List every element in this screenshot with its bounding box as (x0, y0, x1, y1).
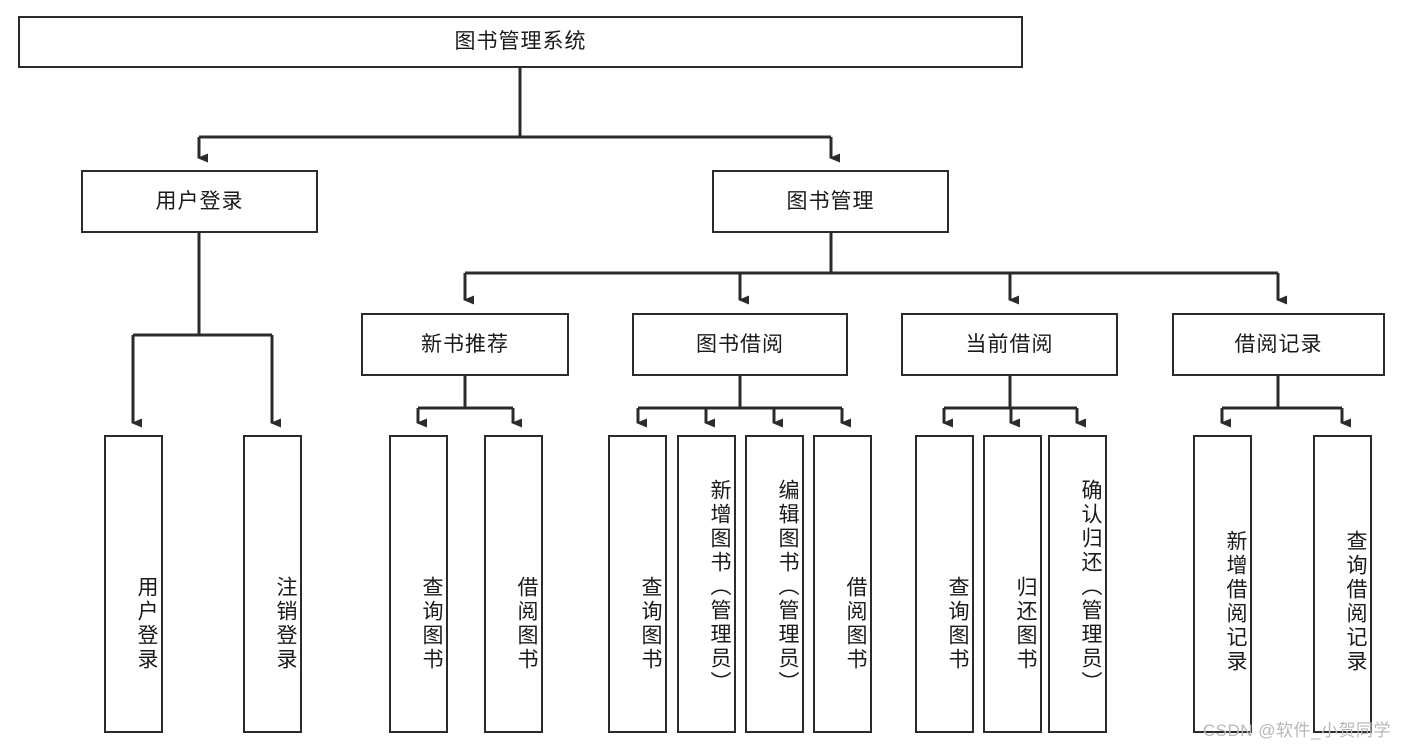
node-leaf-query-book-3[interactable]: 查询图书 (915, 435, 974, 733)
node-root-label: 图书管理系统 (454, 30, 587, 54)
node-root[interactable]: 图书管理系统 (18, 16, 1023, 68)
node-leaf-query-book-1[interactable]: 查询图书 (389, 435, 448, 733)
node-leaf-edit-book[interactable]: 编辑图书（管理员） (745, 435, 804, 733)
node-user-login[interactable]: 用户登录 (81, 170, 318, 233)
node-book-borrow[interactable]: 图书借阅 (632, 313, 848, 376)
node-leaf-add-record-label: 新增借阅记录 (1224, 530, 1247, 674)
node-leaf-borrow-book-1-label: 借阅图书 (515, 576, 538, 672)
node-book-borrow-label: 图书借阅 (696, 332, 784, 356)
node-leaf-borrow-book-2[interactable]: 借阅图书 (813, 435, 872, 733)
node-leaf-return-book[interactable]: 归还图书 (983, 435, 1042, 733)
node-book-manage-label: 图书管理 (786, 189, 875, 213)
node-leaf-add-record[interactable]: 新增借阅记录 (1193, 435, 1252, 733)
node-leaf-logout-login[interactable]: 注销登录 (243, 435, 302, 733)
node-leaf-query-book-1-label: 查询图书 (420, 576, 443, 672)
node-leaf-query-book-2-label: 查询图书 (639, 576, 662, 672)
node-leaf-query-record-label: 查询借阅记录 (1344, 530, 1367, 674)
node-leaf-query-book-3-label: 查询图书 (946, 576, 969, 672)
node-new-book-recommend-label: 新书推荐 (421, 332, 509, 356)
node-leaf-confirm-return[interactable]: 确认归还（管理员） (1048, 435, 1107, 733)
node-leaf-borrow-book-1[interactable]: 借阅图书 (484, 435, 543, 733)
node-leaf-borrow-book-2-label: 借阅图书 (844, 576, 867, 672)
node-leaf-query-record[interactable]: 查询借阅记录 (1313, 435, 1372, 733)
node-leaf-confirm-return-label: 确认归还（管理员） (1079, 479, 1102, 695)
node-new-book-recommend[interactable]: 新书推荐 (361, 313, 569, 376)
node-borrow-record-label: 借阅记录 (1234, 332, 1323, 356)
node-leaf-add-book[interactable]: 新增图书（管理员） (677, 435, 736, 733)
node-leaf-add-book-label: 新增图书（管理员） (708, 479, 731, 695)
node-user-login-label: 用户登录 (155, 189, 244, 213)
node-leaf-edit-book-label: 编辑图书（管理员） (776, 479, 799, 695)
node-leaf-query-book-2[interactable]: 查询图书 (608, 435, 667, 733)
node-current-borrow[interactable]: 当前借阅 (901, 313, 1118, 376)
node-leaf-return-book-label: 归还图书 (1014, 576, 1037, 672)
node-leaf-logout-login-label: 注销登录 (274, 576, 297, 672)
node-leaf-user-login[interactable]: 用户登录 (104, 435, 163, 733)
node-current-borrow-label: 当前借阅 (965, 332, 1054, 356)
node-borrow-record[interactable]: 借阅记录 (1172, 313, 1385, 376)
node-book-manage[interactable]: 图书管理 (712, 170, 949, 233)
node-leaf-user-login-label: 用户登录 (135, 576, 158, 672)
csdn-watermark: CSDN @软件_小贺同学 (1202, 721, 1391, 740)
